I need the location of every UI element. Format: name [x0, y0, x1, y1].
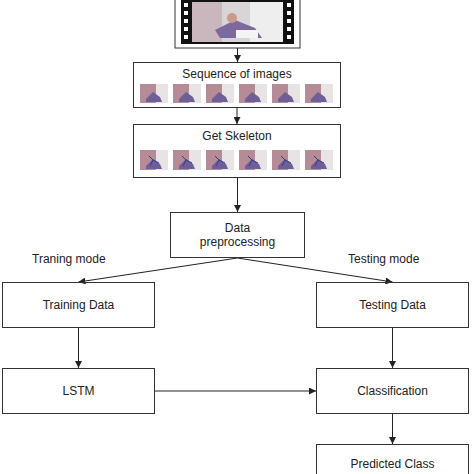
- process-box: Sequence of images: [133, 62, 341, 108]
- flow-arrow: [392, 328, 393, 368]
- thumbnail-row: [140, 84, 333, 103]
- process-box: Training Data: [2, 282, 155, 328]
- process-box: Get Skeleton: [133, 124, 341, 178]
- box-label: Data preprocessing: [192, 221, 284, 250]
- flow-arrow: [237, 178, 238, 212]
- edge-label: Traning mode: [30, 252, 108, 266]
- process-box: Testing Data: [316, 282, 469, 328]
- box-label: Get Skeleton: [202, 129, 271, 143]
- process-box: LSTM: [2, 368, 155, 414]
- process-box: Predicted Class: [316, 444, 469, 474]
- box-label: Training Data: [43, 298, 115, 312]
- process-box: Classification: [316, 368, 469, 414]
- box-label: LSTM: [62, 384, 94, 398]
- edge-label: Testing mode: [346, 252, 421, 266]
- skeleton-thumbnail-row: [140, 150, 333, 170]
- box-label: Testing Data: [359, 298, 426, 312]
- video-frame: [175, 0, 300, 48]
- flow-arrow: [155, 391, 316, 392]
- video-arrow: [237, 48, 238, 62]
- flow-arrow: [392, 414, 393, 444]
- flow-arrow: [237, 108, 238, 124]
- box-label: Predicted Class: [350, 457, 434, 471]
- box-label: Classification: [357, 384, 428, 398]
- flow-arrow: [78, 328, 79, 368]
- box-label: Sequence of images: [182, 67, 291, 81]
- process-box: Data preprocessing: [170, 212, 305, 258]
